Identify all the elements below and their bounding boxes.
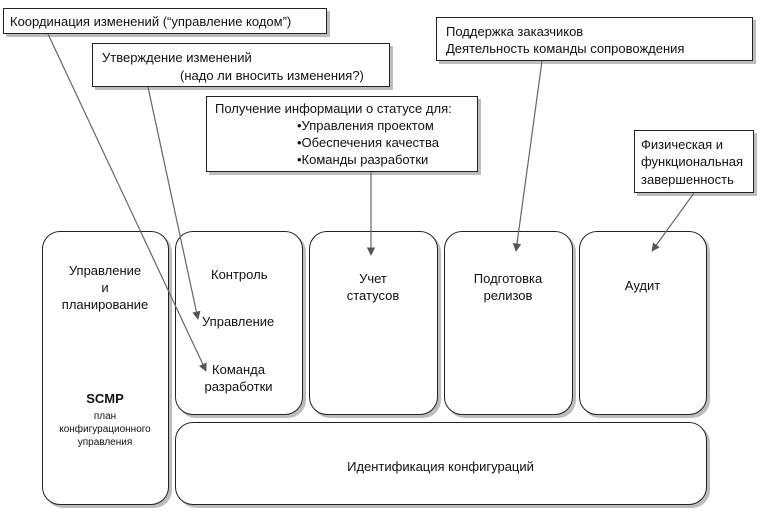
status-info-callout: Получение информации о статусе для: •Упр…	[206, 96, 478, 172]
status-info-item-1: •Управления проектом	[297, 118, 434, 133]
control-item-team-line1: Команда	[212, 362, 265, 377]
management-line1: Управление	[68, 263, 142, 278]
approval-line1: Утверждение изменений	[102, 50, 252, 65]
audit-title: Аудит	[624, 278, 661, 293]
identification-title: Идентификация конфигураций	[347, 459, 534, 474]
approval-line2: (надо ли вносить изменения?)	[180, 68, 364, 83]
customer-support-line2: Деятельность команды сопровождения	[446, 41, 685, 56]
status-info-heading: Получение информации о статусе для:	[215, 101, 452, 116]
release-line2: релизов	[483, 288, 533, 303]
scmp-label: SCMP	[86, 391, 124, 406]
control-block: Контроль Управление Команда разработки	[175, 231, 303, 415]
scmp-desc-line3: управления	[77, 437, 133, 448]
scmp-desc-line1: план	[93, 411, 117, 422]
management-line2: и	[101, 280, 109, 295]
coordination-callout: Координация изменений (“управление кодом…	[3, 8, 327, 34]
completeness-line2: функциональная	[641, 154, 744, 169]
arrow-support-to-release	[512, 60, 543, 252]
control-title: Контроль	[211, 267, 268, 282]
control-item-management: Управление	[202, 314, 275, 329]
customer-support-line1: Поддержка заказчиков	[446, 24, 584, 39]
status-info-item-2: •Обеспечения качества	[297, 135, 439, 150]
approval-callout: Утверждение изменений (надо ли вносить и…	[92, 43, 390, 87]
customer-support-callout: Поддержка заказчиков Деятельность команд…	[436, 17, 753, 61]
management-planning-block: Управление и планирование SCMP план конф…	[42, 231, 169, 505]
management-line3: планирование	[61, 297, 149, 312]
completeness-line3: завершенность	[641, 172, 734, 187]
status-accounting-block: Учет статусов	[309, 231, 438, 415]
scmp-desc-line2: конфигурационного	[59, 424, 151, 435]
audit-block: Аудит	[579, 231, 707, 415]
completeness-line1: Физическая и	[641, 137, 723, 152]
status-accounting-line1: Учет	[359, 271, 387, 286]
control-item-team-line2: разработки	[204, 379, 273, 394]
status-info-item-3: •Команды разработки	[297, 152, 429, 167]
release-line1: Подготовка	[473, 271, 543, 286]
configuration-identification-block: Идентификация конфигураций	[175, 422, 707, 505]
release-preparation-block: Подготовка релизов	[444, 231, 573, 415]
completeness-callout: Физическая и функциональная завершенност…	[634, 130, 754, 193]
status-accounting-line2: статусов	[346, 288, 400, 303]
coordination-text: Координация изменений (“управление кодом…	[10, 14, 292, 29]
